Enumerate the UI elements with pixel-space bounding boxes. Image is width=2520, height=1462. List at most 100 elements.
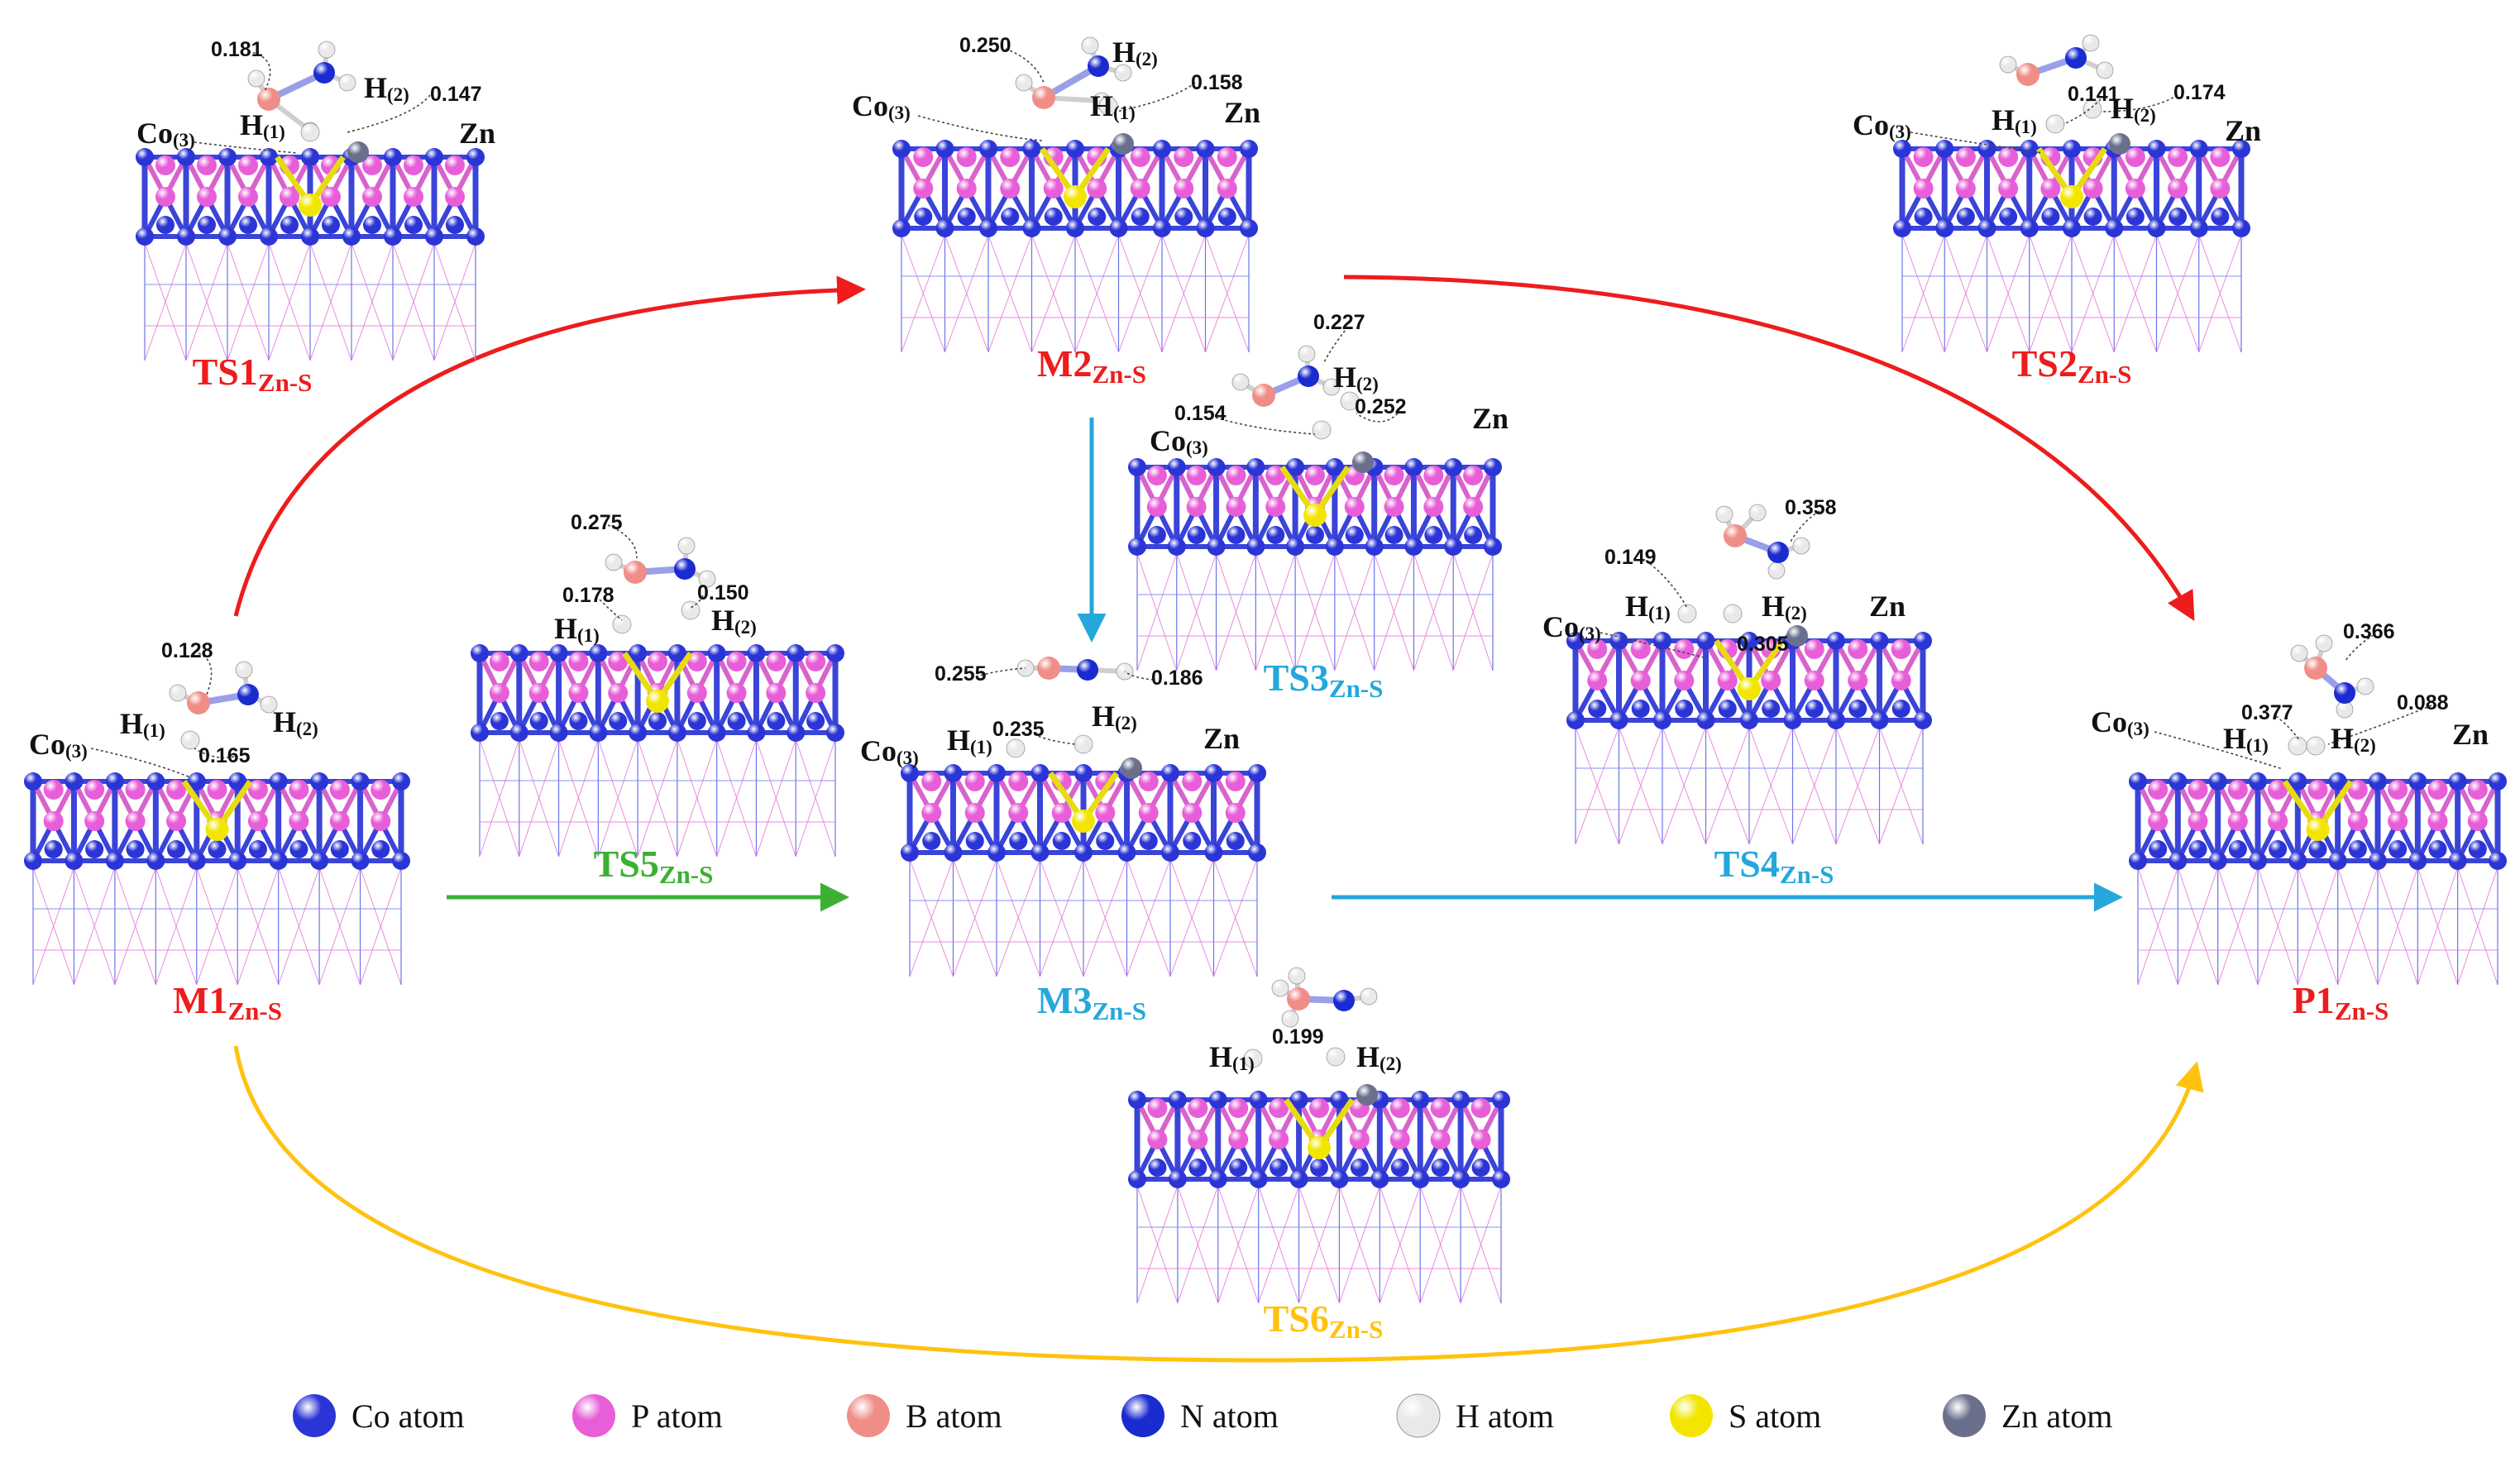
- ts1-structure: [136, 141, 485, 361]
- ts1-h1-label: H(1): [240, 108, 285, 142]
- ts6-h2-atom: [1326, 1047, 1346, 1067]
- p1-h1-label: H(1): [2223, 722, 2269, 756]
- m3-structure: [901, 757, 1266, 977]
- ts1-zn-label: Zn: [459, 117, 495, 150]
- ts3-h2-atom: [1340, 391, 1360, 411]
- ts1-h1-atom: [300, 122, 320, 142]
- ts1-co3-label: Co(3): [136, 117, 195, 150]
- state-label-m1: M1Zn-S: [173, 979, 282, 1025]
- ts6-molecule: [1271, 967, 1378, 1028]
- ts1-h2-label: H(2): [364, 71, 409, 105]
- m1-h1-atom: [180, 730, 200, 750]
- m3-distance-3: 0.235: [992, 718, 1045, 741]
- ts2-molecule: [1999, 34, 2114, 86]
- ts4-distance-1: 0.149: [1604, 546, 1657, 569]
- m1-distance-1: 0.128: [161, 639, 213, 662]
- legend-label-zn-atom: Zn atom: [2001, 1398, 2112, 1435]
- m2-co3-label: Co(3): [852, 89, 911, 123]
- ts6-h2-label: H(2): [1356, 1040, 1402, 1074]
- ts6-distance-1: 0.199: [1272, 1025, 1324, 1049]
- p1-structure: [2129, 772, 2507, 986]
- legend-swatch-co-atom: [293, 1394, 336, 1437]
- legend-label-p-atom: P atom: [631, 1398, 723, 1435]
- ts5-h1-atom: [612, 614, 632, 634]
- ts5-h1-label: H(1): [554, 612, 600, 646]
- ts4-h2-atom: [1723, 604, 1743, 624]
- m3-h1-label: H(1): [947, 724, 992, 757]
- m3-h2-label: H(2): [1092, 700, 1137, 733]
- ts2-distance-1: 0.141: [2068, 83, 2120, 106]
- p1-distance-1: 0.366: [2343, 620, 2395, 643]
- p1-distance-2: 0.377: [2241, 701, 2293, 724]
- ts5-h2-label: H(2): [711, 604, 757, 638]
- ts4-distance-2: 0.358: [1785, 496, 1837, 519]
- ts3-distance-1: 0.227: [1313, 311, 1365, 334]
- m1-structure: [24, 772, 410, 986]
- ts2-h2-label: H(2): [2111, 92, 2156, 126]
- state-label-ts1: TS1Zn-S: [193, 351, 313, 397]
- legend-label-co-atom: Co atom: [351, 1398, 465, 1435]
- m2-h2-label: H(2): [1112, 36, 1158, 69]
- ts2-distance-2: 0.174: [2173, 81, 2226, 104]
- m2-structure: [892, 133, 1258, 353]
- arrow-m1-to-m2-via-ts1: [233, 275, 866, 617]
- legend-label-h-atom: H atom: [1456, 1398, 1554, 1435]
- ts1-distance-2: 0.147: [430, 83, 482, 106]
- m1-h2-label: H(2): [273, 705, 318, 739]
- m1-molecule: [169, 661, 278, 714]
- legend-swatch-zn-atom: [1943, 1394, 1986, 1437]
- ts4-distance-3: 0.305: [1737, 633, 1789, 656]
- ts2-co3-label: Co(3): [1853, 108, 1911, 142]
- m2-distance-2: 0.158: [1191, 71, 1243, 94]
- ts6-h1-label: H(1): [1209, 1040, 1255, 1074]
- state-label-m2: M2Zn-S: [1037, 342, 1146, 389]
- m3-molecule: [1016, 657, 1134, 681]
- ts5-distance-2: 0.178: [562, 584, 614, 607]
- ts3-co3-label: Co(3): [1150, 424, 1208, 458]
- state-label-ts3: TS3Zn-S: [1264, 657, 1384, 703]
- atom-legend: Co atom P atom B atom N atom H atom S atom Zn …: [293, 1393, 2112, 1438]
- m2-molecule: [1015, 36, 1132, 110]
- ts3-molecule: [1231, 345, 1341, 407]
- state-label-m3: M3Zn-S: [1037, 979, 1146, 1025]
- p1-h2-atom: [2306, 736, 2326, 756]
- m3-h1-atom: [1006, 738, 1026, 758]
- m2-zn-label: Zn: [1224, 96, 1260, 129]
- m3-co3-label: Co(3): [860, 734, 919, 768]
- ts2-h1-atom: [2045, 114, 2065, 134]
- state-label-ts4: TS4Zn-S: [1714, 843, 1834, 889]
- p1-distance-3: 0.088: [2397, 691, 2449, 714]
- p1-h1-atom: [2288, 736, 2307, 756]
- ts2-zn-label: Zn: [2225, 114, 2261, 147]
- legend-label-s-atom: S atom: [1729, 1398, 1821, 1435]
- ts3-distance-3: 0.252: [1355, 395, 1407, 418]
- ts3-structure: [1128, 452, 1502, 671]
- ts5-structure: [471, 644, 844, 858]
- ts4-structure: [1566, 625, 1932, 845]
- ts2-h1-label: H(1): [1992, 103, 2037, 137]
- ts4-h1-atom: [1677, 604, 1697, 624]
- legend-label-b-atom: B atom: [906, 1398, 1002, 1435]
- ts5-distance-3: 0.150: [697, 581, 749, 604]
- ts3-h1-atom: [1312, 420, 1332, 440]
- arrow-m2-to-p1-via-ts2: [1343, 275, 2195, 622]
- ts3-h2-label: H(2): [1333, 361, 1379, 394]
- m3-distance-2: 0.186: [1151, 666, 1203, 690]
- p1-zn-label: Zn: [2452, 718, 2489, 751]
- m1-distance-2: 0.165: [198, 744, 251, 767]
- arrow-m1-to-p1-via-ts6: [233, 1045, 2204, 1363]
- m2-h1-label: H(1): [1090, 89, 1136, 123]
- ts3-distance-2: 0.154: [1174, 402, 1227, 425]
- legend-swatch-p-atom: [572, 1394, 615, 1437]
- m2-h1-atom: [1098, 96, 1118, 116]
- state-label-ts5: TS5Zn-S: [594, 843, 714, 889]
- ts1-distance-1: 0.181: [211, 38, 263, 61]
- legend-swatch-s-atom: [1670, 1394, 1713, 1437]
- m2-distance-1: 0.250: [959, 34, 1011, 57]
- ts4-h2-label: H(2): [1762, 590, 1807, 624]
- legend-label-n-atom: N atom: [1180, 1398, 1279, 1435]
- ts5-h2-atom: [681, 600, 701, 620]
- m3-distance-1: 0.255: [935, 662, 987, 686]
- ts3-zn-label: Zn: [1472, 402, 1509, 435]
